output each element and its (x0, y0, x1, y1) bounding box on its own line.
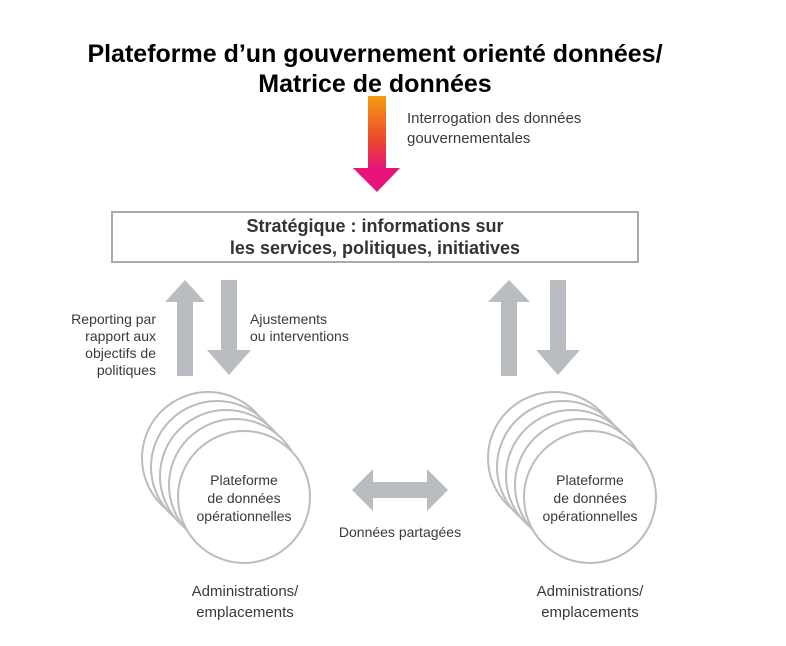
platform-right-3: opérationnelles (543, 508, 638, 524)
reporting-label-4: politiques (97, 362, 156, 378)
strategic-line-1: Stratégique : informations sur (246, 216, 503, 236)
query-label-2: gouvernementales (407, 130, 530, 147)
platform-left-1: Plateforme (210, 472, 278, 488)
title-line-1: Plateforme d’un gouvernement orienté don… (87, 40, 662, 68)
adjust-label-1: Ajustements (250, 311, 327, 327)
admin-right-1: Administrations/ (537, 583, 645, 600)
reporting-label-3: objectifs de (85, 345, 156, 361)
reporting-up-arrow-right (488, 280, 530, 376)
adjust-label-2: ou interventions (250, 328, 349, 344)
adjust-down-arrow-left (207, 280, 251, 375)
shared-double-arrow (352, 469, 448, 511)
query-arrow (353, 96, 400, 192)
reporting-up-arrow-left (165, 280, 205, 376)
strategic-box (111, 211, 639, 263)
platform-stack-right (487, 391, 657, 564)
platform-right-2: de données (553, 490, 626, 506)
strategic-line-2: les services, politiques, initiatives (230, 238, 520, 258)
admin-right-2: emplacements (541, 604, 639, 621)
platform-left-2: de données (207, 490, 280, 506)
admin-left-2: emplacements (196, 604, 294, 621)
platform-left-3: opérationnelles (197, 508, 292, 524)
platform-circle-right (523, 430, 657, 564)
shared-label: Données partagées (339, 524, 461, 540)
platform-right-1: Plateforme (556, 472, 624, 488)
adjust-down-arrow-right (536, 280, 580, 375)
admin-left-1: Administrations/ (192, 583, 300, 600)
title-line-2: Matrice de données (258, 70, 491, 98)
platform-circle-left (177, 430, 311, 564)
reporting-label-1: Reporting par (71, 311, 156, 327)
platform-stack-left (141, 391, 311, 564)
query-label-1: Interrogation des données (407, 110, 581, 127)
reporting-label-2: rapport aux (85, 328, 156, 344)
